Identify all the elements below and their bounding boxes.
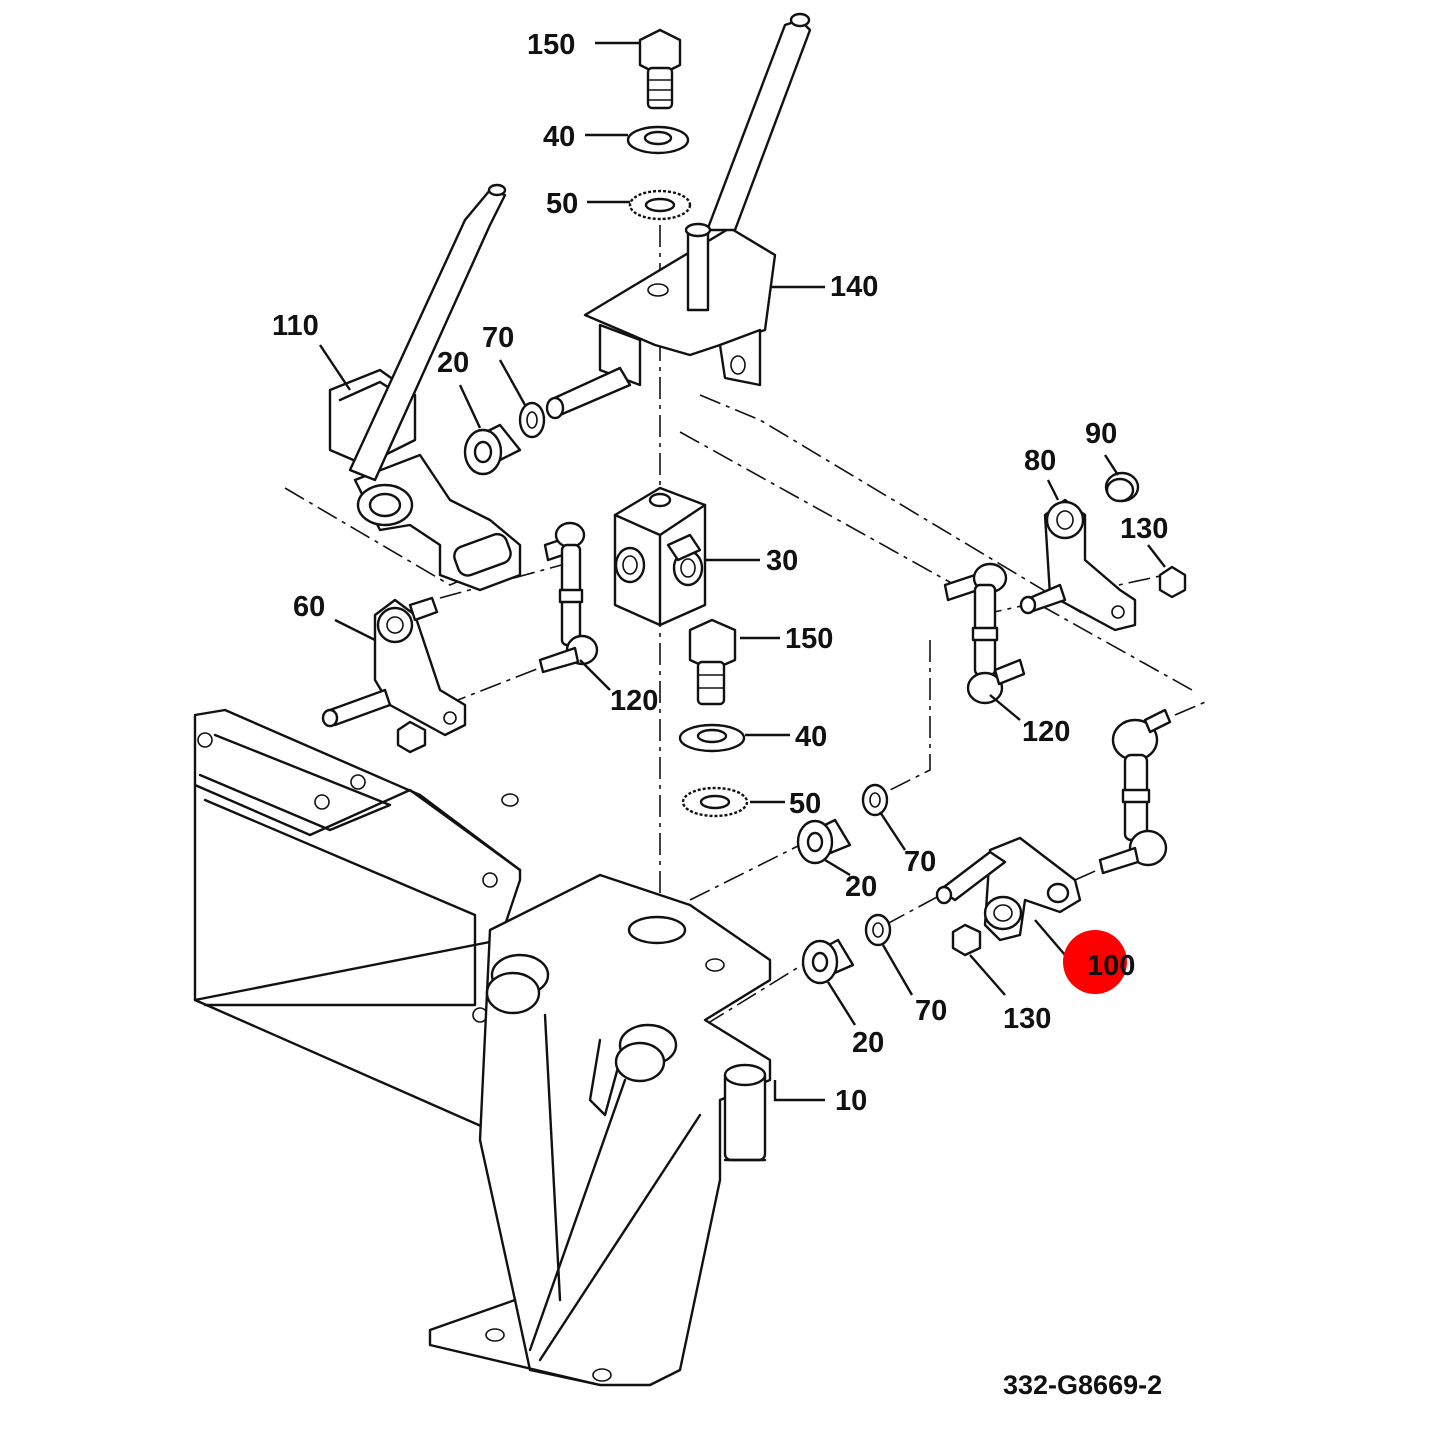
callout-10: 10 xyxy=(835,1085,867,1117)
upper-lever-plate-part xyxy=(545,12,812,420)
callout-20-middle: 20 xyxy=(845,871,877,903)
callout-50-lower: 50 xyxy=(789,788,821,820)
frame-bracket-part xyxy=(193,708,772,1387)
far-right-link-rod-part xyxy=(1098,708,1172,875)
callout-labels: 150 40 50 140 110 70 20 30 90 80 130 60 … xyxy=(272,29,1168,1117)
lower-right-plate-part xyxy=(935,836,1082,957)
callout-20-lower: 20 xyxy=(852,1027,884,1059)
callout-70-lower: 70 xyxy=(915,995,947,1027)
callout-150-upper: 150 xyxy=(527,29,575,61)
right-link-rod-part xyxy=(943,562,1026,705)
callout-130-lower: 130 xyxy=(1003,1003,1051,1035)
callout-120-left: 120 xyxy=(610,685,658,717)
callout-100: 100 xyxy=(1087,950,1135,982)
callout-130-upper: 130 xyxy=(1120,513,1168,545)
callout-70-upper: 70 xyxy=(482,322,514,354)
center-block-part xyxy=(613,486,707,627)
callout-120-right: 120 xyxy=(1022,716,1070,748)
callout-140: 140 xyxy=(830,271,878,303)
callout-60: 60 xyxy=(293,591,325,623)
lower-bushings xyxy=(796,783,892,985)
upper-bolt-stack xyxy=(626,28,692,221)
right-bellcrank-part xyxy=(1019,471,1187,632)
leader-lines xyxy=(319,41,1166,1102)
left-lever-part xyxy=(328,183,522,592)
drawing-code: 332-G8669-2 xyxy=(1003,1370,1162,1400)
callout-70-middle: 70 xyxy=(904,846,936,878)
upper-left-bushing xyxy=(463,401,546,476)
left-bellcrank-part xyxy=(321,596,467,754)
callout-20-upper: 20 xyxy=(437,347,469,379)
left-link-rod-part xyxy=(538,521,599,674)
callout-90: 90 xyxy=(1085,418,1117,450)
callout-150-lower: 150 xyxy=(785,623,833,655)
callout-80: 80 xyxy=(1024,445,1056,477)
callout-30: 30 xyxy=(766,545,798,577)
lower-bolt-stack xyxy=(678,618,749,818)
callout-50-upper: 50 xyxy=(546,188,578,220)
callout-40-upper: 40 xyxy=(543,121,575,153)
callout-110: 110 xyxy=(272,310,319,342)
callout-40-lower: 40 xyxy=(795,721,827,753)
highlight-marker xyxy=(1063,930,1127,994)
